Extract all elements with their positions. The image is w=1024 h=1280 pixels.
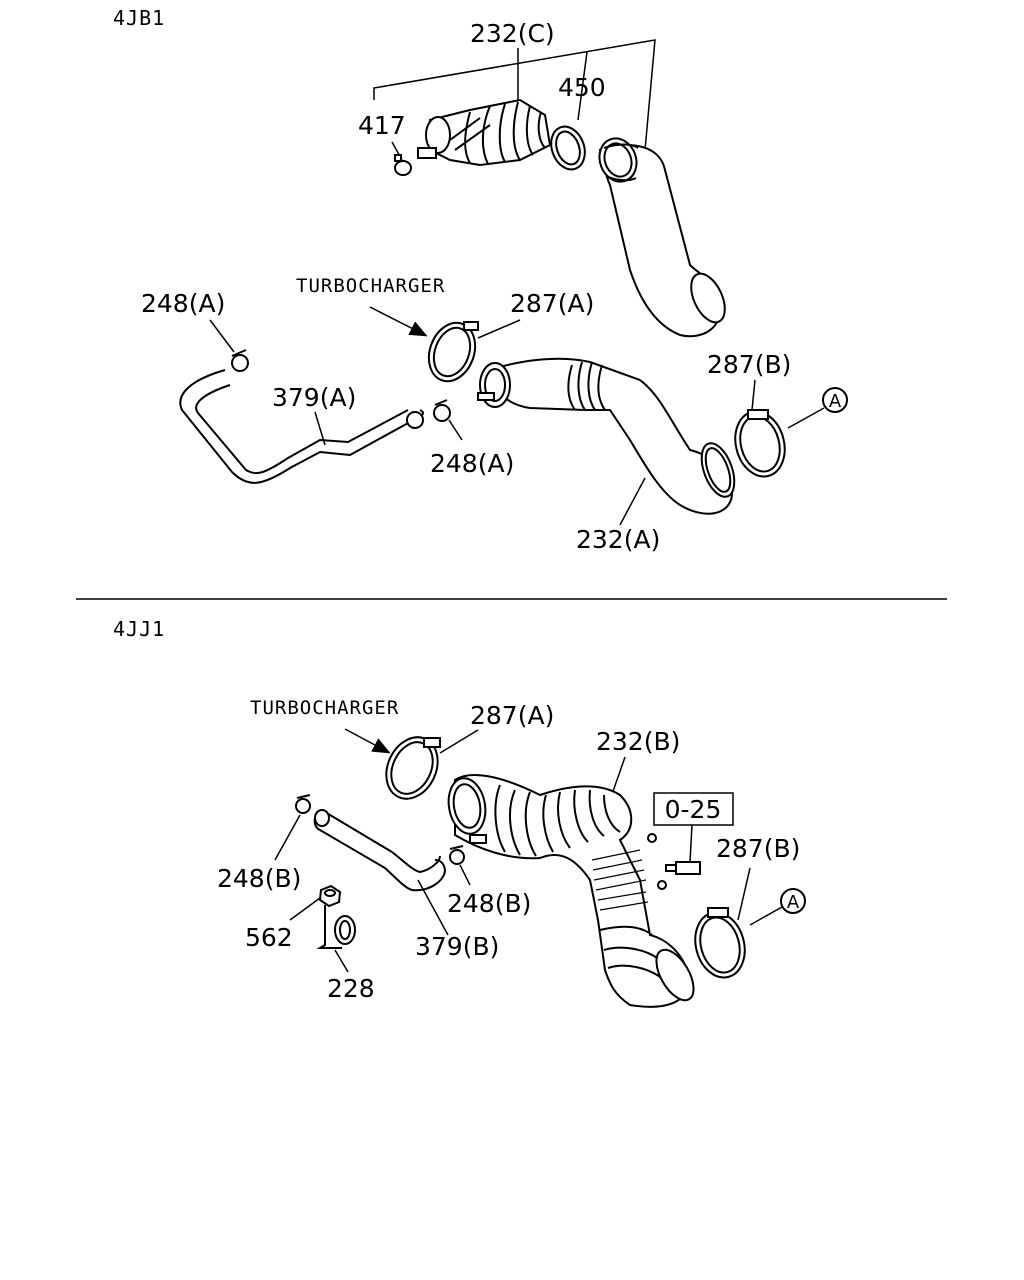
leader-248b-mid	[459, 864, 471, 886]
leader-287a-bottom	[439, 729, 479, 754]
leader-248a-mid	[448, 419, 463, 441]
sensor-0-25-callout[interactable]: 0-25	[653, 792, 734, 826]
clip-248a-mid[interactable]	[433, 399, 451, 422]
label-450[interactable]: 450	[558, 73, 606, 102]
clamp-417[interactable]	[394, 154, 412, 176]
label-562[interactable]: 562	[245, 923, 293, 952]
leader-232a	[619, 477, 646, 526]
label-287b-bottom[interactable]: 287(B)	[716, 834, 800, 863]
clamp-287b-bottom[interactable]	[688, 907, 751, 983]
leader-287b-top	[751, 379, 756, 411]
clip-248b-left[interactable]	[295, 794, 311, 814]
clip-248b-mid[interactable]	[449, 845, 465, 865]
bracket-228[interactable]	[316, 905, 356, 949]
turbocharger-label-top: TURBOCHARGER	[296, 275, 445, 297]
label-287a-top[interactable]: 287(A)	[510, 289, 594, 318]
leader-ref-a-top	[787, 407, 825, 429]
intake-duct-232c[interactable]	[417, 98, 552, 167]
label-417[interactable]: 417	[358, 111, 406, 140]
label-248a-mid[interactable]: 248(A)	[430, 449, 514, 478]
ref-a-top: A	[829, 391, 842, 412]
intake-duct-232a[interactable]	[477, 357, 741, 515]
top-model-label: 4JB1	[113, 6, 165, 30]
label-248b-left[interactable]: 248(B)	[217, 864, 301, 893]
ring-450[interactable]	[545, 122, 590, 174]
leader-287b-bottom	[737, 867, 751, 921]
label-232c[interactable]: 232(C)	[470, 19, 555, 48]
label-232a[interactable]: 232(A)	[576, 525, 660, 554]
clamp-287b-top[interactable]	[728, 406, 791, 482]
intake-duct-232b[interactable]	[444, 774, 701, 1008]
label-379a[interactable]: 379(A)	[272, 383, 356, 412]
label-287b-top[interactable]: 287(B)	[707, 350, 791, 379]
hose-379a[interactable]	[179, 369, 424, 484]
leader-379a	[314, 411, 326, 446]
sensor-0-25[interactable]	[665, 861, 701, 875]
ref-a-bottom-callout[interactable]: A	[780, 888, 806, 914]
nut-562[interactable]	[318, 884, 342, 908]
leader-287a-top	[477, 319, 521, 339]
label-287a-bottom[interactable]: 287(A)	[470, 701, 554, 730]
label-232b[interactable]: 232(B)	[596, 727, 680, 756]
leader-248b-left	[274, 814, 301, 861]
clip-248a-left[interactable]	[231, 349, 249, 372]
turbocharger-label-bottom: TURBOCHARGER	[250, 697, 399, 719]
label-0-25: 0-25	[665, 795, 722, 824]
turbocharger-arrow-bottom	[344, 728, 391, 754]
leader-ref-a-bottom	[749, 906, 783, 926]
leader-248a-left	[209, 319, 235, 353]
label-248a-left[interactable]: 248(A)	[141, 289, 225, 318]
leader-562	[289, 897, 321, 921]
leader-0-25	[689, 824, 693, 863]
clamp-287a-top[interactable]	[421, 316, 483, 387]
bottom-model-label: 4JJ1	[113, 617, 165, 641]
bracket-232c	[373, 39, 656, 151]
leader-379b	[417, 879, 449, 936]
label-228[interactable]: 228	[327, 974, 375, 1003]
ref-a-bottom: A	[787, 892, 800, 913]
label-248b-mid[interactable]: 248(B)	[447, 889, 531, 918]
label-379b[interactable]: 379(B)	[415, 932, 499, 961]
hose-379b[interactable]	[313, 809, 447, 892]
turbocharger-arrow-top	[369, 306, 428, 337]
clamp-287a-bottom[interactable]	[377, 729, 448, 807]
ref-a-top-callout[interactable]: A	[822, 387, 848, 413]
leader-228	[334, 949, 349, 973]
hose-top-right[interactable]	[594, 133, 732, 338]
